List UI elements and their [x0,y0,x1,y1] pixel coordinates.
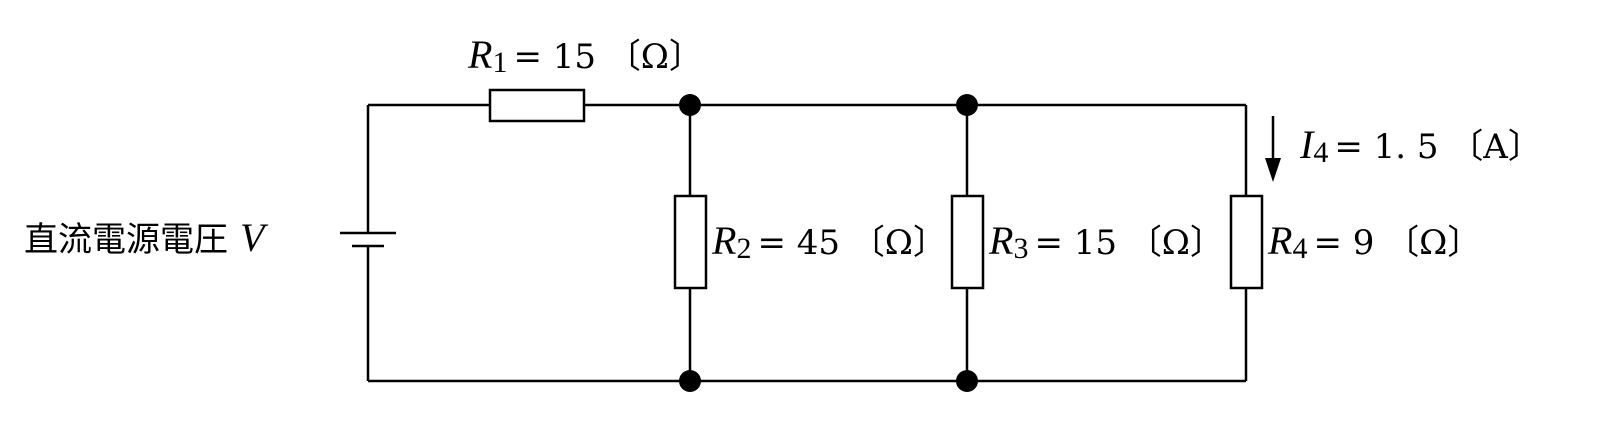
r2-value: = 45 〔Ω〕 [757,223,947,263]
r3-subscript: 3 [1013,232,1028,265]
i4-subscript: 4 [1313,136,1328,169]
junction-node-top-r3 [956,94,978,116]
junction-node-bottom-r2 [679,370,701,392]
label-i4: I4= 1. 5 〔A〕 [1299,122,1542,169]
current-arrow-i4 [1265,116,1281,182]
resistor-r2 [673,194,708,290]
junction-node-bottom-r3 [956,370,978,392]
resistor-r3 [950,194,985,290]
label-r3: R3= 15 〔Ω〕 [988,218,1224,265]
r2-subscript: 2 [736,232,751,265]
i4-value: = 1. 5 〔A〕 [1334,127,1542,167]
r4-value: = 9 〔Ω〕 [1313,223,1481,263]
label-r1: R1= 15 〔Ω〕 [467,32,703,79]
r1-value: = 15 〔Ω〕 [513,37,703,77]
arrow-head [1265,158,1281,182]
r4-subscript: 4 [1292,232,1307,265]
junction-node-top-r2 [679,94,701,116]
i4-symbol: I [1299,122,1315,167]
r3-value: = 15 〔Ω〕 [1034,223,1224,263]
r3-symbol: R [988,218,1013,263]
r1-subscript: 1 [492,46,507,79]
r4-symbol: R [1267,218,1292,263]
resistor-r1 [488,88,586,123]
r1-symbol: R [467,32,492,77]
battery-symbol [340,231,396,248]
label-r2: R2= 45 〔Ω〕 [711,218,947,265]
resistor-r4 [1229,194,1264,290]
source-text: 直流電源電圧 [24,220,228,260]
r2-symbol: R [711,218,736,263]
label-source: 直流電源電圧 V [24,215,269,260]
source-symbol: V [240,215,269,260]
label-r4: R4= 9 〔Ω〕 [1267,218,1481,265]
